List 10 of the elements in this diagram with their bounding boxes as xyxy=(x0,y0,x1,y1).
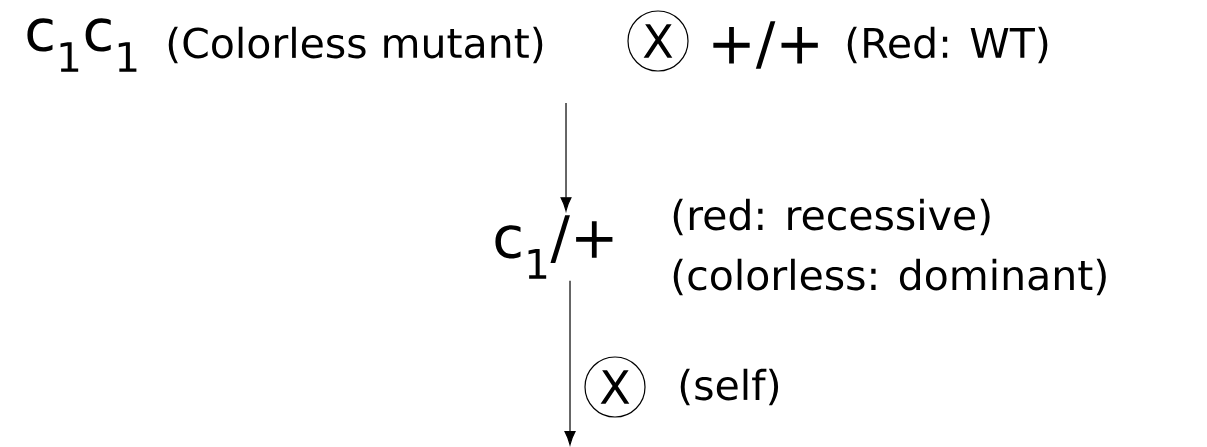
genotype-label: +/+ xyxy=(713,21,818,69)
phenotype-note: (self) xyxy=(680,368,779,406)
genotype-label: c$_{1}$/+ xyxy=(495,215,613,279)
genotype-label: c$_{1}$c$_{1}$ xyxy=(27,18,137,72)
phenotype-note: (colorless: dominant) xyxy=(673,258,1106,296)
phenotype-note: (Red: WT) xyxy=(847,26,1048,64)
phenotype-note: (red: recessive) xyxy=(673,198,990,236)
arrow xyxy=(560,102,572,212)
arrow xyxy=(564,280,576,446)
phenotype-note: (Colorless mutant) xyxy=(168,26,543,64)
